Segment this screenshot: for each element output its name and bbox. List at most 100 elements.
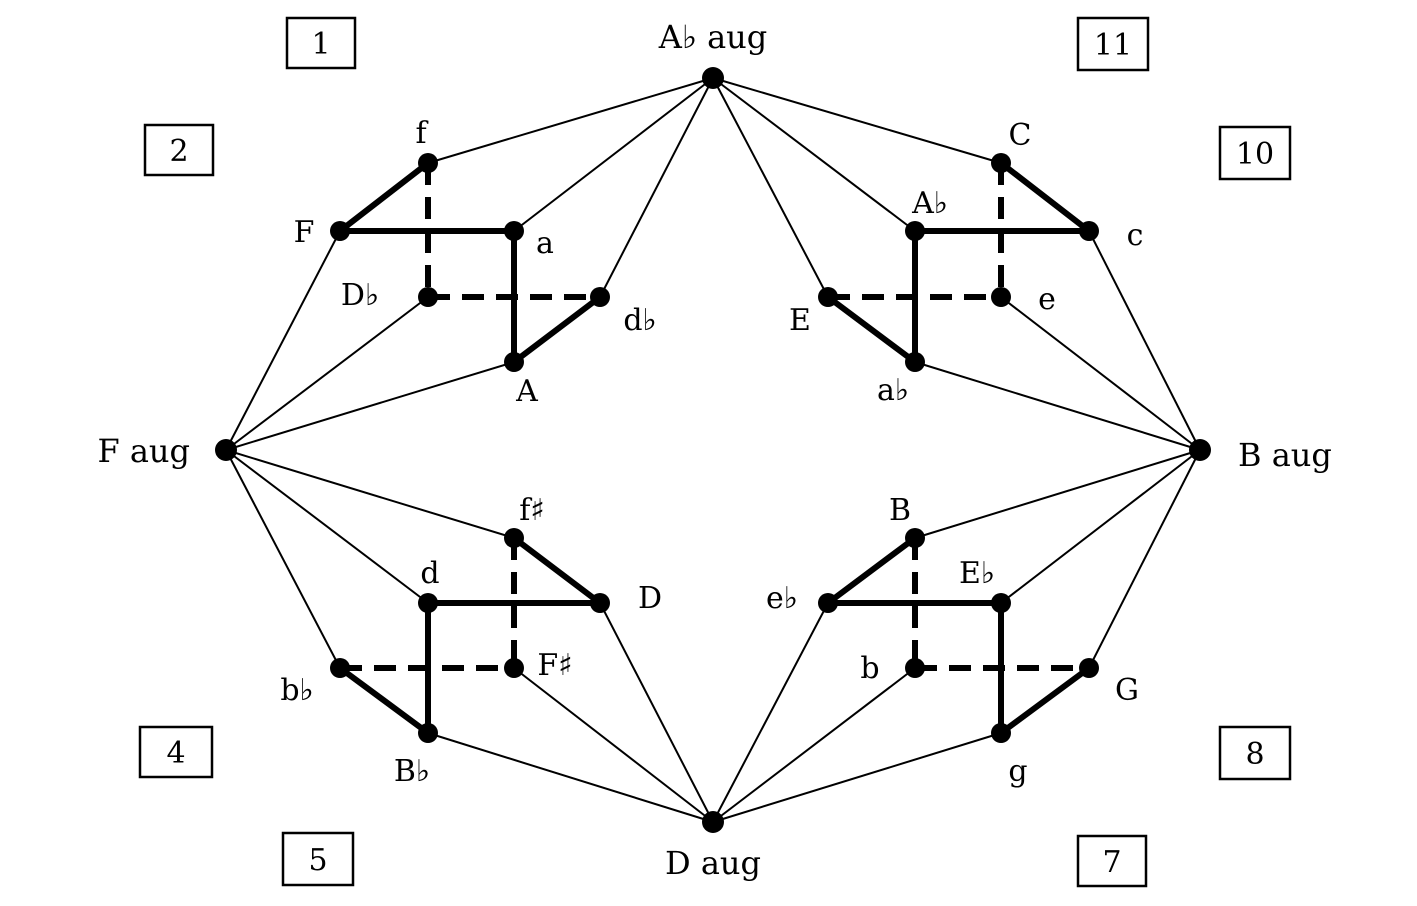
label-B: B	[889, 493, 911, 528]
node-A	[504, 352, 524, 372]
label-Fs: F♯	[537, 648, 572, 683]
edge-f-F	[337, 160, 431, 234]
box4-number: 4	[166, 736, 185, 771]
label-Daug: D aug	[665, 844, 761, 882]
node-bb	[330, 658, 350, 678]
node-f	[418, 153, 438, 173]
box10-number: 10	[1236, 137, 1274, 172]
node-fs	[504, 528, 524, 548]
region-box5: 5	[281, 831, 355, 887]
edge-Daug-g	[712, 732, 1002, 823]
node-G	[1079, 658, 1099, 678]
node-C	[991, 153, 1011, 173]
edge-Baug-B	[914, 449, 1201, 539]
box8-frame	[1218, 725, 1292, 781]
node-Baug	[1189, 439, 1211, 461]
region-box7: 7	[1076, 834, 1148, 888]
node-Bb	[418, 723, 438, 743]
edge-Abaug-f	[427, 77, 714, 164]
edge-G-g	[998, 665, 1092, 736]
label-g: g	[1008, 754, 1027, 789]
edge-Baug-ab	[914, 361, 1201, 451]
label-fs: f♯	[519, 493, 545, 528]
label-Eb: E♭	[959, 556, 995, 591]
box7-frame	[1076, 834, 1148, 888]
edge-Faug-Db	[225, 296, 429, 451]
label-d: d	[420, 556, 439, 591]
node-d	[418, 593, 438, 613]
region-boxes: 1 2 4 5 7 8 10 11	[138, 16, 1292, 888]
node-F	[330, 221, 350, 241]
edge-Abaug-db	[599, 77, 714, 298]
edge-Baug-Eb	[1000, 449, 1201, 604]
node-e	[991, 287, 1011, 307]
edge-A-db	[511, 294, 603, 365]
box7-number: 7	[1102, 845, 1121, 880]
label-Faug: F aug	[97, 432, 190, 470]
box8-number: 8	[1245, 737, 1264, 772]
box5-number: 5	[308, 843, 327, 878]
edge-B-eb	[825, 535, 918, 606]
node-E	[818, 287, 838, 307]
edge-Baug-c	[1088, 230, 1201, 451]
label-Abaug: A♭ aug	[658, 18, 768, 56]
region-box2: 2	[143, 123, 215, 177]
edge-Baug-e	[1000, 296, 1201, 451]
node-Db	[418, 287, 438, 307]
edge-bb-Bb	[337, 665, 431, 736]
edge-Daug-D	[599, 602, 714, 823]
node-B	[905, 528, 925, 548]
region-box10: 10	[1218, 125, 1292, 181]
node-eb	[818, 593, 838, 613]
edge-Faug-F	[225, 230, 341, 451]
node-D	[590, 593, 610, 613]
region-box8: 8	[1218, 725, 1292, 781]
box5-frame	[281, 831, 355, 887]
node-Abaug	[702, 67, 724, 89]
edge-E-ab	[825, 294, 918, 365]
node-Eb	[991, 593, 1011, 613]
box11-frame	[1076, 16, 1150, 72]
label-ab: a♭	[877, 373, 909, 408]
nodes-layer	[215, 67, 1211, 833]
label-a: a	[536, 226, 554, 261]
edge-fs-D	[511, 535, 603, 606]
edges-layer	[225, 77, 1201, 823]
box1-frame	[285, 16, 357, 70]
box10-frame	[1218, 125, 1292, 181]
label-Ab: A♭	[911, 186, 948, 221]
edge-Abaug-E	[712, 77, 829, 298]
node-Faug	[215, 439, 237, 461]
node-a	[504, 221, 524, 241]
edge-Abaug-Ab	[712, 77, 916, 232]
box11-number: 11	[1094, 28, 1132, 63]
edge-Daug-Fs	[513, 667, 714, 823]
label-D: D	[638, 581, 662, 616]
edge-Abaug-C	[712, 77, 1002, 164]
region-box11: 11	[1076, 16, 1150, 72]
edge-Faug-bb	[225, 449, 341, 669]
label-Bb: B♭	[394, 754, 430, 789]
node-Fs	[504, 658, 524, 678]
node-ab	[905, 352, 925, 372]
label-db: d♭	[623, 303, 656, 338]
edge-Faug-fs	[225, 449, 515, 539]
region-box1: 1	[285, 16, 357, 70]
edge-Daug-b	[712, 667, 916, 823]
node-db	[590, 287, 610, 307]
node-Daug	[702, 811, 724, 833]
label-G: G	[1115, 673, 1139, 708]
box4-frame	[138, 725, 214, 779]
box1-number: 1	[311, 27, 330, 62]
node-Ab	[905, 221, 925, 241]
edge-Abaug-a	[513, 77, 714, 232]
edge-Faug-A	[225, 361, 515, 451]
label-E: E	[789, 303, 811, 338]
label-F: F	[294, 215, 315, 250]
label-c: c	[1127, 218, 1144, 253]
edge-C-c	[998, 160, 1092, 234]
label-A: A	[515, 374, 538, 409]
node-g	[991, 723, 1011, 743]
